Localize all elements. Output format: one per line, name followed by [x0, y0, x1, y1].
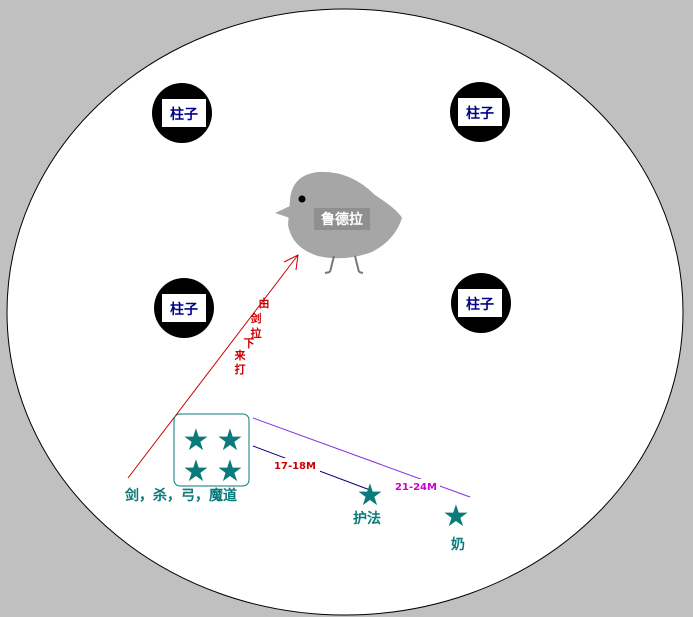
melee-group-label: 剑，杀，弓，魔道: [124, 487, 237, 504]
star-icon: ★: [217, 454, 244, 489]
star-icon: ★: [217, 423, 244, 458]
melee-group-box: [173, 413, 250, 487]
strategy-note-char: 来: [234, 348, 247, 362]
pillar-label: 柱子: [170, 301, 198, 318]
pillar-label: 柱子: [466, 296, 494, 313]
strategy-note-char: 拉: [251, 326, 262, 340]
strategy-note-char: 剑: [250, 311, 262, 325]
distance-healer: 21-24M: [395, 482, 437, 493]
boss-name: 鲁德拉: [320, 211, 363, 228]
pillar-top-left: 柱子: [152, 83, 212, 143]
pillar-bottom-right: 柱子: [451, 273, 511, 333]
strategy-note-char: 由: [259, 296, 270, 310]
pillar-bottom-left: 柱子: [154, 278, 214, 338]
pillar-top-right: 柱子: [450, 82, 510, 142]
pillar-label: 柱子: [466, 105, 494, 122]
boss-icon: 鲁德拉: [275, 171, 402, 274]
strategy-note-char: 打: [235, 362, 246, 376]
pillar-label: 柱子: [170, 106, 198, 123]
star-icon: ★: [357, 478, 384, 513]
arena-floor: [6, 8, 684, 616]
star-icon: ★: [443, 499, 470, 534]
guardian-label: 护法: [353, 510, 381, 527]
strategy-note: 由 剑 拉 下 来 打: [234, 296, 270, 376]
star-icon: ★: [183, 423, 210, 458]
healer-label: 奶: [451, 536, 465, 553]
pull-arrow: [127, 254, 299, 479]
distance-guardian: 17-18M: [274, 461, 316, 472]
strategy-note-char: 下: [244, 337, 255, 350]
star-icon: ★: [183, 454, 210, 489]
